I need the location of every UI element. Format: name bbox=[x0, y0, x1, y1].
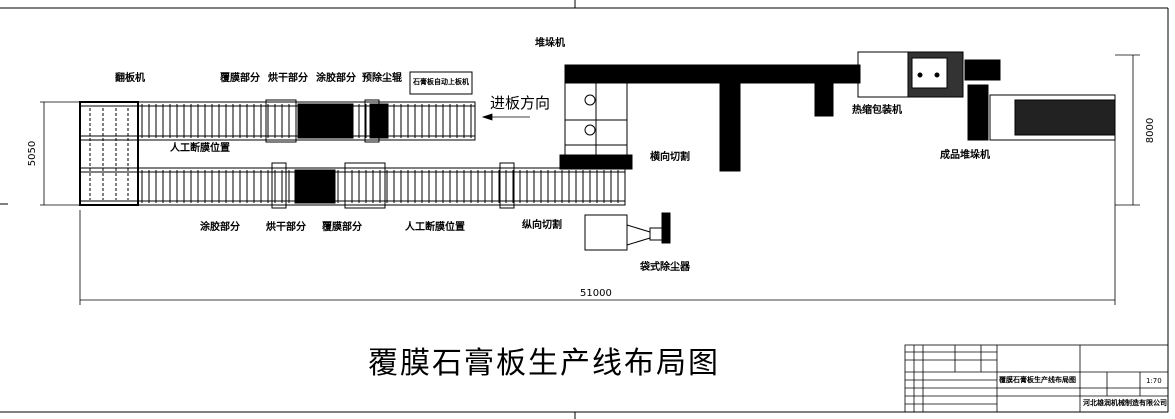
label-dry-bot: 烘干部分 bbox=[266, 222, 306, 233]
label-film-bot: 覆膜部分 bbox=[322, 222, 362, 233]
title-block-company: 河北雄润机械制造有限公司 bbox=[1083, 399, 1167, 407]
label-predust: 预除尘辊 bbox=[362, 73, 402, 84]
label-cross-cut: 横向切割 bbox=[650, 152, 690, 163]
label-turnover: 翻板机 bbox=[115, 73, 145, 84]
label-manual-cut-bot: 人工断膜位置 bbox=[405, 222, 465, 233]
title-block-name: 覆膜石膏板生产线布局图 bbox=[999, 376, 1076, 384]
dim-width: 51000 bbox=[580, 288, 612, 299]
loader-box bbox=[409, 71, 473, 95]
label-glue-top: 涂胶部分 bbox=[316, 73, 356, 84]
label-dust: 袋式除尘器 bbox=[640, 262, 690, 273]
label-final-stacker: 成品堆垛机 bbox=[940, 150, 990, 161]
dim-height-right: 8000 bbox=[1145, 117, 1157, 144]
title-block-grid bbox=[904, 344, 1169, 413]
label-film-top: 覆膜部分 bbox=[220, 73, 260, 84]
label-shrink: 热缩包装机 bbox=[852, 105, 902, 116]
drawing-title: 覆膜石膏板生产线布局图 bbox=[368, 346, 720, 381]
dust-collector bbox=[584, 212, 671, 251]
final-stacker bbox=[989, 94, 1116, 141]
lower-conveyor bbox=[79, 162, 626, 209]
dim-height-left: 5050 bbox=[27, 140, 39, 167]
stacker bbox=[559, 64, 861, 172]
label-manual-cut-top: 人工断膜位置 bbox=[170, 143, 230, 154]
label-loader: 石膏板自动上板机 bbox=[413, 78, 469, 86]
label-glue-bot: 涂胶部分 bbox=[200, 222, 240, 233]
shrink-wrap-machine bbox=[857, 51, 1001, 141]
dimension-lines bbox=[40, 54, 1140, 305]
title-block-scale: 1:70 bbox=[1146, 377, 1162, 385]
label-direction: 进板方向 bbox=[490, 94, 551, 112]
label-dry-top: 烘干部分 bbox=[268, 73, 308, 84]
label-long-cut: 纵向切割 bbox=[522, 220, 562, 231]
turnover-machine bbox=[79, 101, 139, 206]
label-stacker: 堆垛机 bbox=[535, 38, 565, 49]
upper-conveyor bbox=[79, 99, 476, 143]
